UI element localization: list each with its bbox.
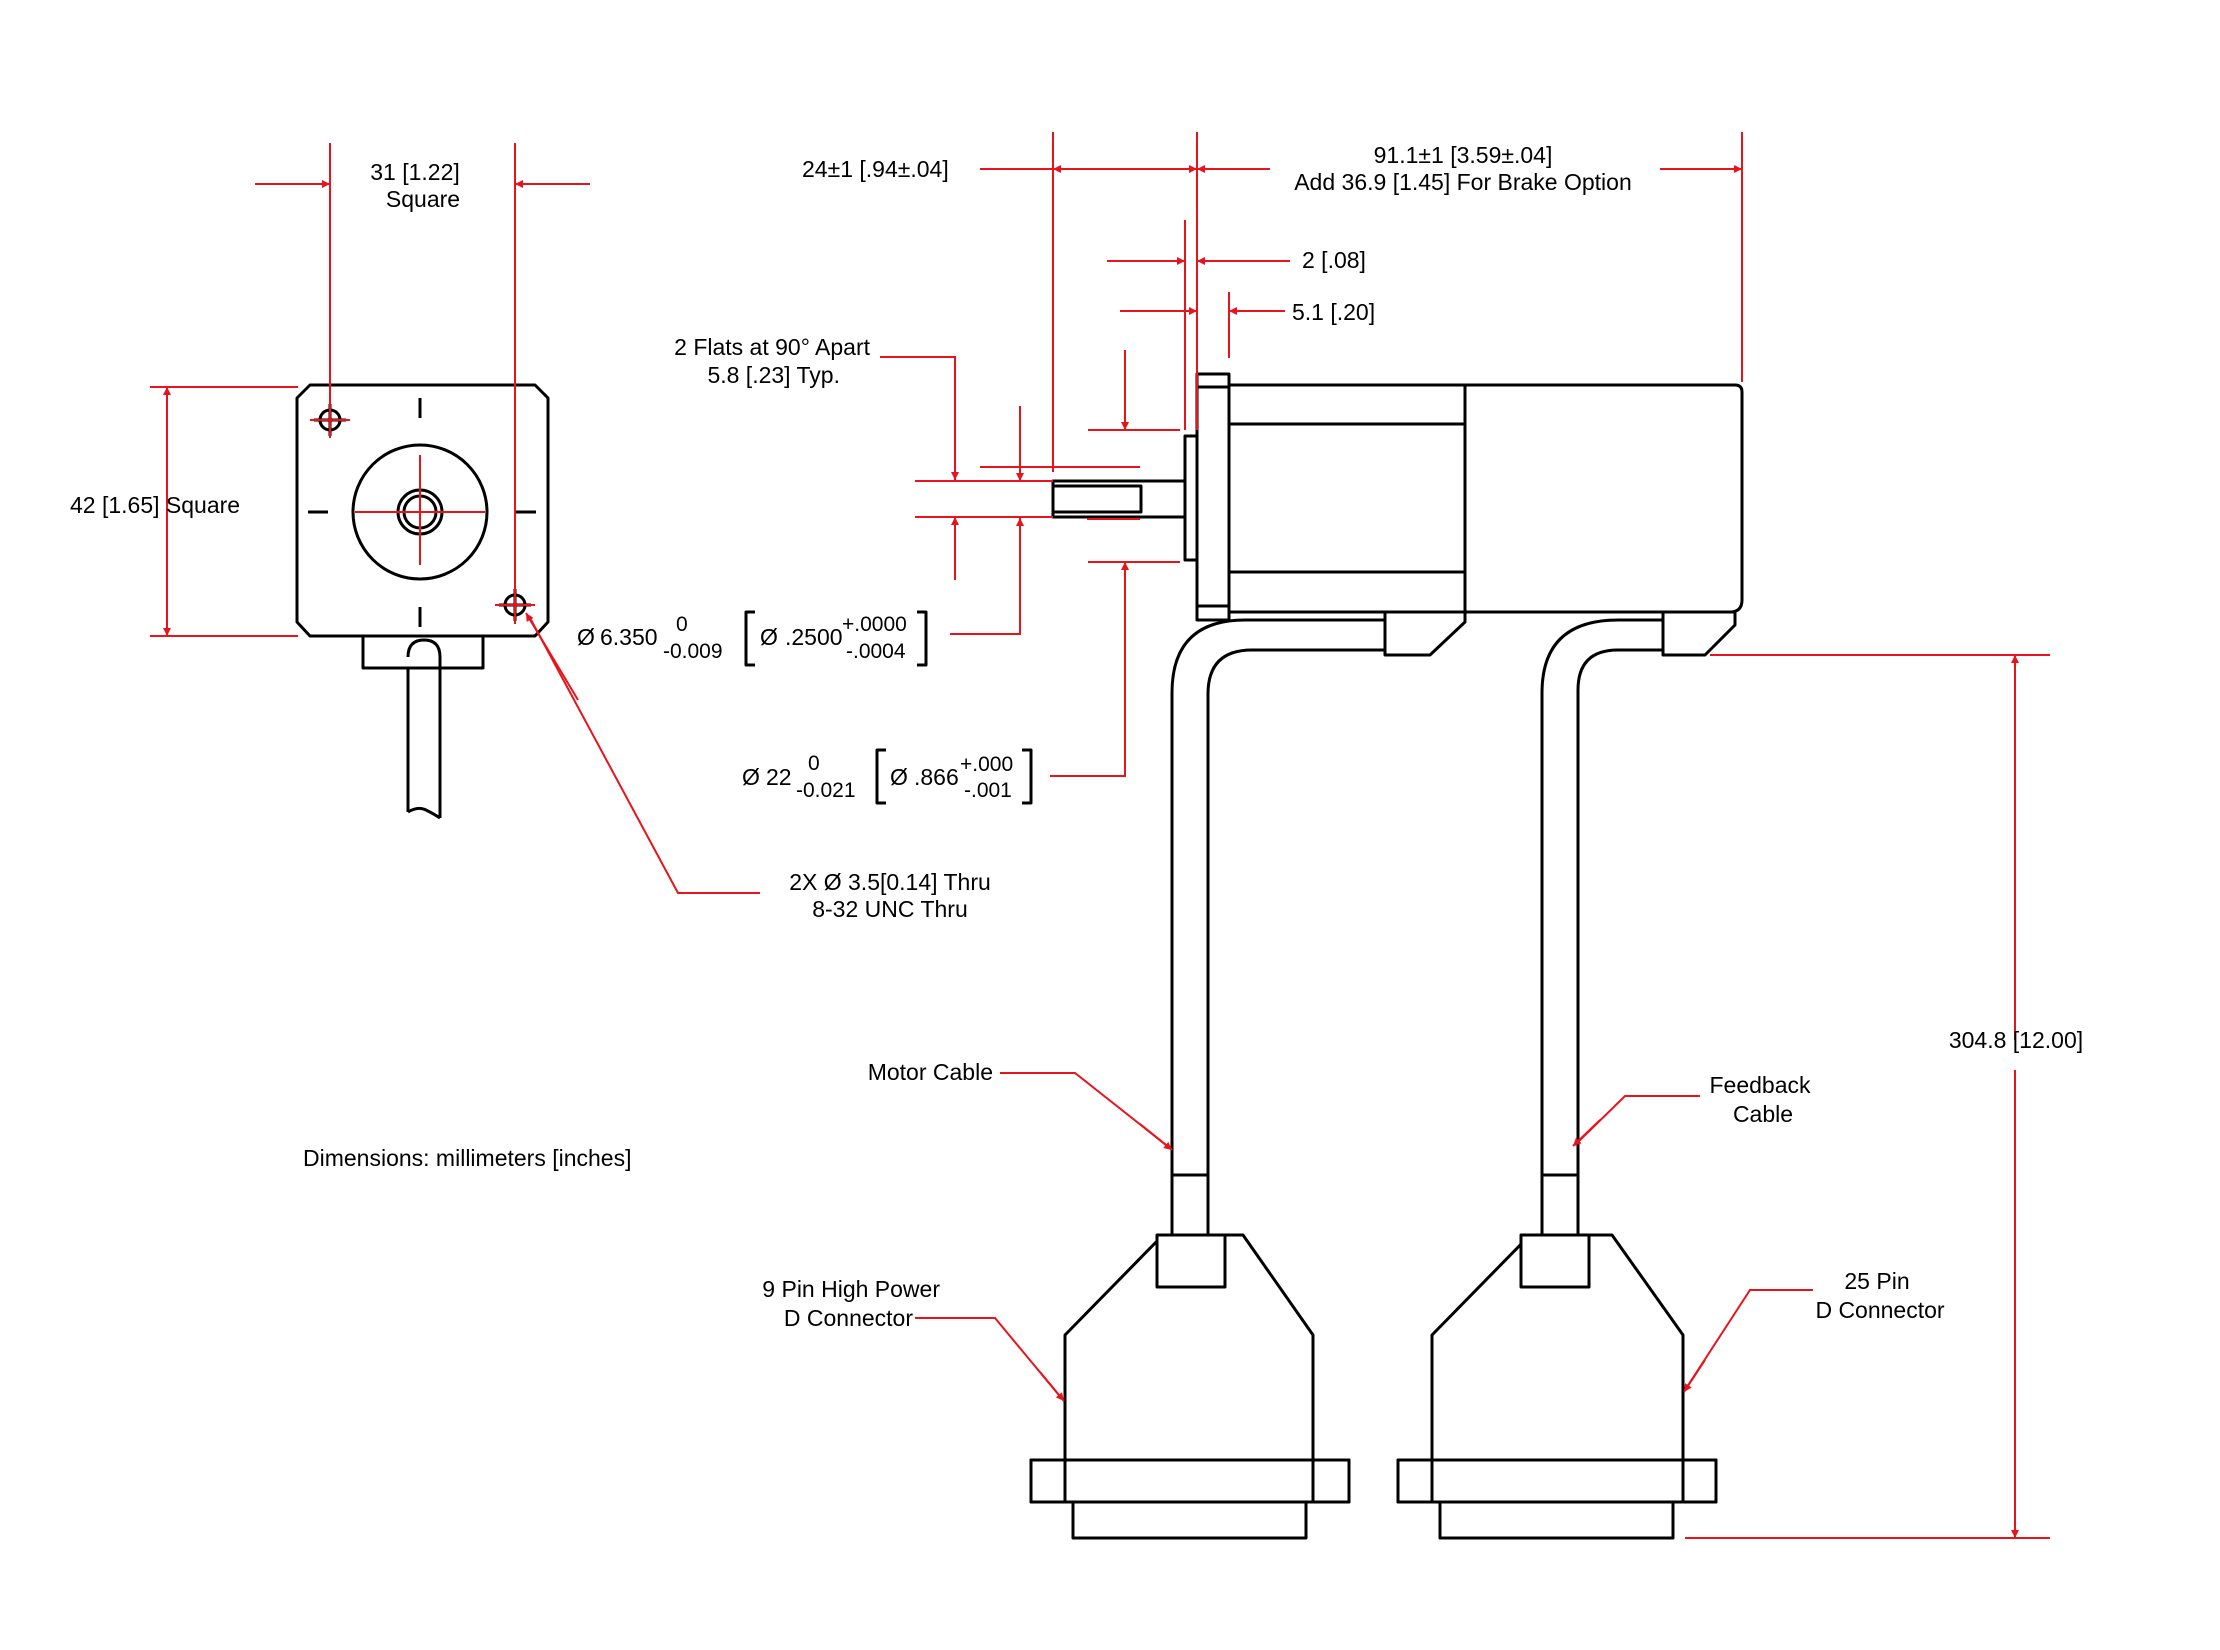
label-cable-length: 304.8 [12.00]: [1949, 1027, 2083, 1053]
motor-cable-boss: [1383, 610, 1467, 657]
pilot-dia-in: .866: [914, 764, 959, 790]
label-nine-pin-2: D Connector: [784, 1305, 913, 1331]
label-body-length: 91.1±1 [3.59±.04]: [1374, 142, 1553, 168]
nine-pin-connector: [1029, 1233, 1351, 1540]
side-view: [1051, 372, 1744, 657]
motor-front-body: [1227, 383, 1467, 614]
label-shaft-length: 24±1 [.94±.04]: [802, 156, 949, 182]
label-width-31: 31 [1.22]: [370, 159, 460, 185]
shaft-tol-up: 0: [676, 613, 688, 636]
label-flats-2: 5.8 [.23] Typ.: [707, 362, 840, 388]
label-dim-5-1: 5.1 [.20]: [1292, 299, 1375, 325]
label-nine-pin-1: 9 Pin High Power: [762, 1276, 940, 1302]
label-square-1: Square: [386, 186, 460, 212]
units-note: Dimensions: millimeters [inches]: [303, 1145, 631, 1171]
shaft-in-low: -.0004: [846, 640, 906, 663]
cables: [1170, 618, 1663, 1237]
label-feedback-2: Cable: [1733, 1101, 1793, 1127]
front-dimensions: [150, 143, 760, 894]
shaft-flat: [1051, 484, 1143, 514]
motor-cable-strain-relief: [1170, 1173, 1210, 1237]
label-dim-2: 2 [.08]: [1302, 247, 1366, 273]
twentyfive-pin-connector: [1396, 1233, 1718, 1540]
pilot-dia-mm: 22: [766, 764, 792, 790]
label-feedback-1: Feedback: [1709, 1072, 1811, 1098]
label-twentyfive-1: 25 Pin: [1844, 1268, 1909, 1294]
pilot-in-up: +.000: [960, 753, 1013, 776]
front-cable: [406, 668, 442, 818]
svg-text:Ø: Ø: [742, 764, 760, 790]
shaft-tol-low: -0.009: [663, 640, 723, 663]
label-height-42: 42 [1.65] Square: [70, 492, 240, 518]
pilot-tol-up: 0: [808, 752, 820, 775]
shaft-in-up: +.0000: [842, 613, 907, 636]
motor-cable: [1170, 618, 1385, 1175]
pilot-tol-low: -0.021: [796, 779, 856, 802]
shaft-diameter-callout: Ø 6.350 0 -0.009 Ø .2500 +.0000 -.0004: [577, 610, 928, 667]
feedback-cable: [1540, 618, 1663, 1175]
svg-text:Ø: Ø: [890, 764, 908, 790]
label-flats-1: 2 Flats at 90° Apart: [674, 334, 870, 360]
svg-text:Ø: Ø: [760, 624, 778, 650]
front-cable-boss: [361, 636, 485, 670]
label-holes-2: 8-32 UNC Thru: [812, 896, 968, 922]
label-twentyfive-2: D Connector: [1815, 1297, 1944, 1323]
pilot-in-low: -.001: [964, 779, 1012, 802]
pilot-circle: [351, 443, 489, 581]
feedback-cable-strain-relief: [1540, 1173, 1580, 1237]
pilot: [1183, 434, 1199, 562]
front-flange-outline: [295, 383, 550, 638]
shaft-dia-in: .2500: [785, 624, 843, 650]
label-brake-option: Add 36.9 [1.45] For Brake Option: [1294, 169, 1632, 195]
annotations: 31 [1.22] Square 42 [1.65] Square 24±1 […: [70, 142, 2083, 1331]
front-view: [295, 383, 550, 820]
pilot-diameter-callout: Ø 22 0 -0.021 Ø .866 +.000 -.001: [742, 748, 1033, 805]
svg-text:Ø: Ø: [577, 624, 595, 650]
motor-rear-housing: [1463, 383, 1744, 614]
feedback-cable-boss: [1661, 610, 1737, 657]
shaft-dia-mm: 6.350: [600, 624, 658, 650]
label-holes-1: 2X Ø 3.5[0.14] Thru: [789, 869, 991, 895]
label-motor-cable: Motor Cable: [868, 1059, 993, 1085]
side-dimensions: [880, 132, 2050, 1539]
side-flange: [1195, 372, 1231, 622]
